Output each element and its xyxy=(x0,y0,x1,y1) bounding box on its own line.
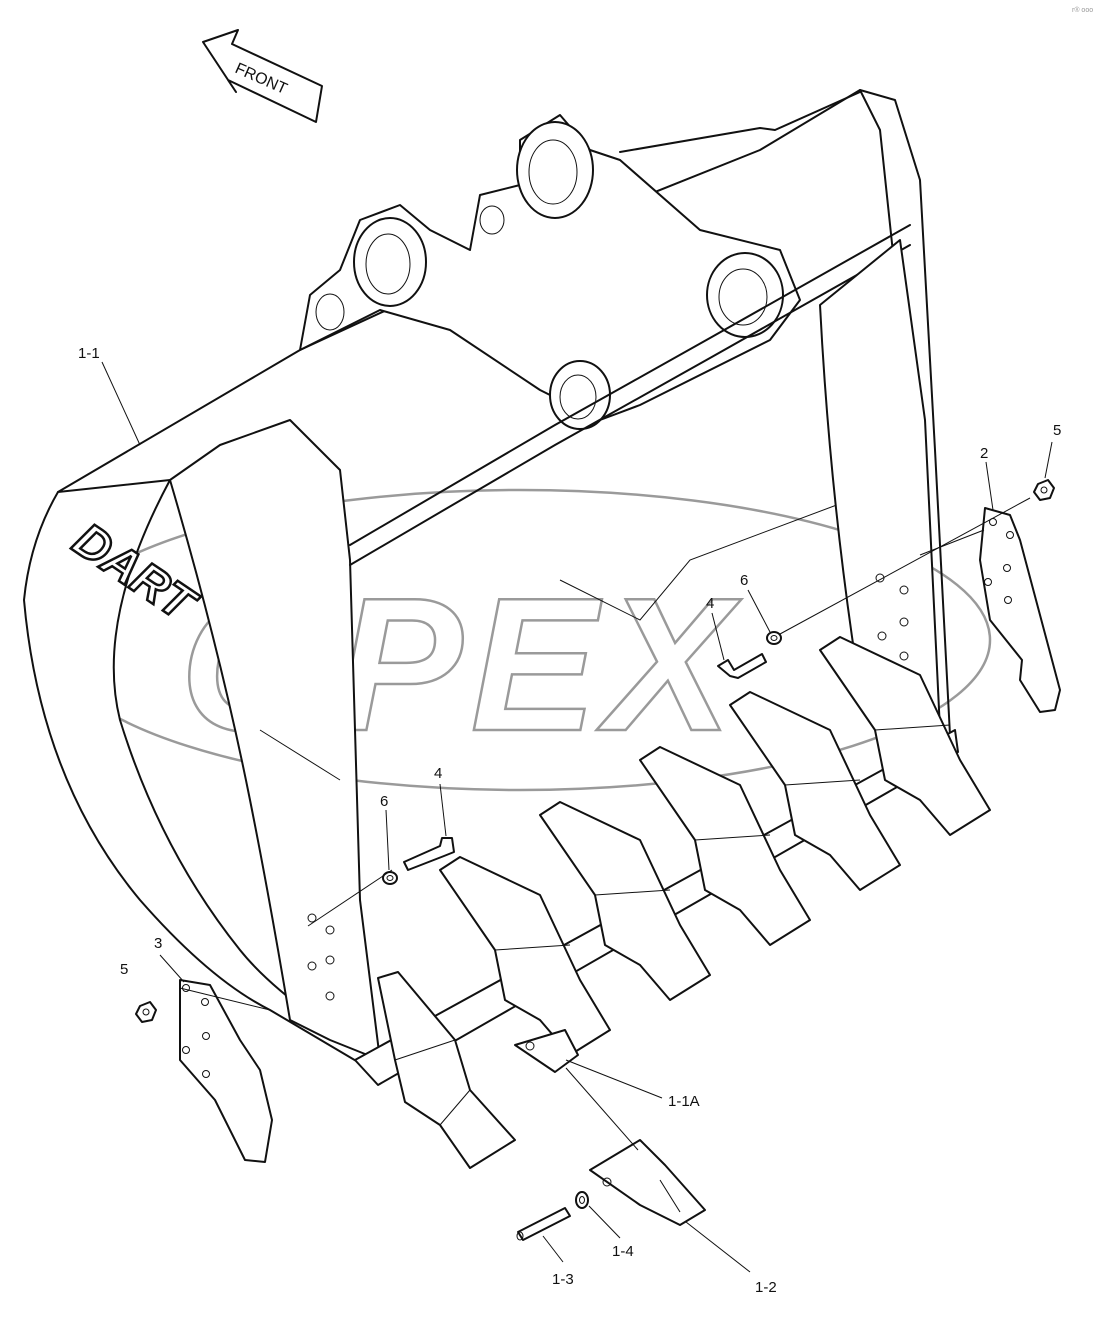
washer-left xyxy=(382,871,398,885)
label-5-left: 5 xyxy=(120,961,128,978)
bolt-holes-left xyxy=(307,913,335,1001)
corner-mark: r® ooo xyxy=(1072,6,1093,14)
nut-right xyxy=(1033,479,1055,501)
label-3: 3 xyxy=(154,935,162,952)
label-1-3: 1-3 xyxy=(552,1271,574,1288)
bolt-right xyxy=(717,653,767,679)
bolt-holes-right xyxy=(875,573,909,661)
label-2: 2 xyxy=(980,445,988,462)
nut-left xyxy=(135,1001,157,1023)
leader-lines xyxy=(101,361,1053,1273)
label-1-1: 1-1 xyxy=(78,345,100,362)
side-cutter-right xyxy=(979,507,1061,713)
washer-right xyxy=(766,631,782,645)
front-arrow: FRONT xyxy=(202,29,323,123)
label-1-4: 1-4 xyxy=(612,1243,634,1260)
label-6-left: 6 xyxy=(380,793,388,810)
label-4-left: 4 xyxy=(434,765,442,782)
exploded-tooth-assembly xyxy=(514,1029,706,1241)
label-4-right: 4 xyxy=(706,595,714,612)
part-labels: 1-1 5 2 6 4 4 6 3 5 1-1A 1-4 1-3 1-2 xyxy=(78,345,1061,1296)
bolt-left xyxy=(403,837,455,871)
label-1-1a: 1-1A xyxy=(668,1093,700,1110)
side-cutter-left xyxy=(179,979,273,1163)
label-6-right: 6 xyxy=(740,572,748,589)
label-5-right: 5 xyxy=(1053,422,1061,439)
label-1-2: 1-2 xyxy=(755,1279,777,1296)
bucket-teeth xyxy=(377,636,991,1169)
